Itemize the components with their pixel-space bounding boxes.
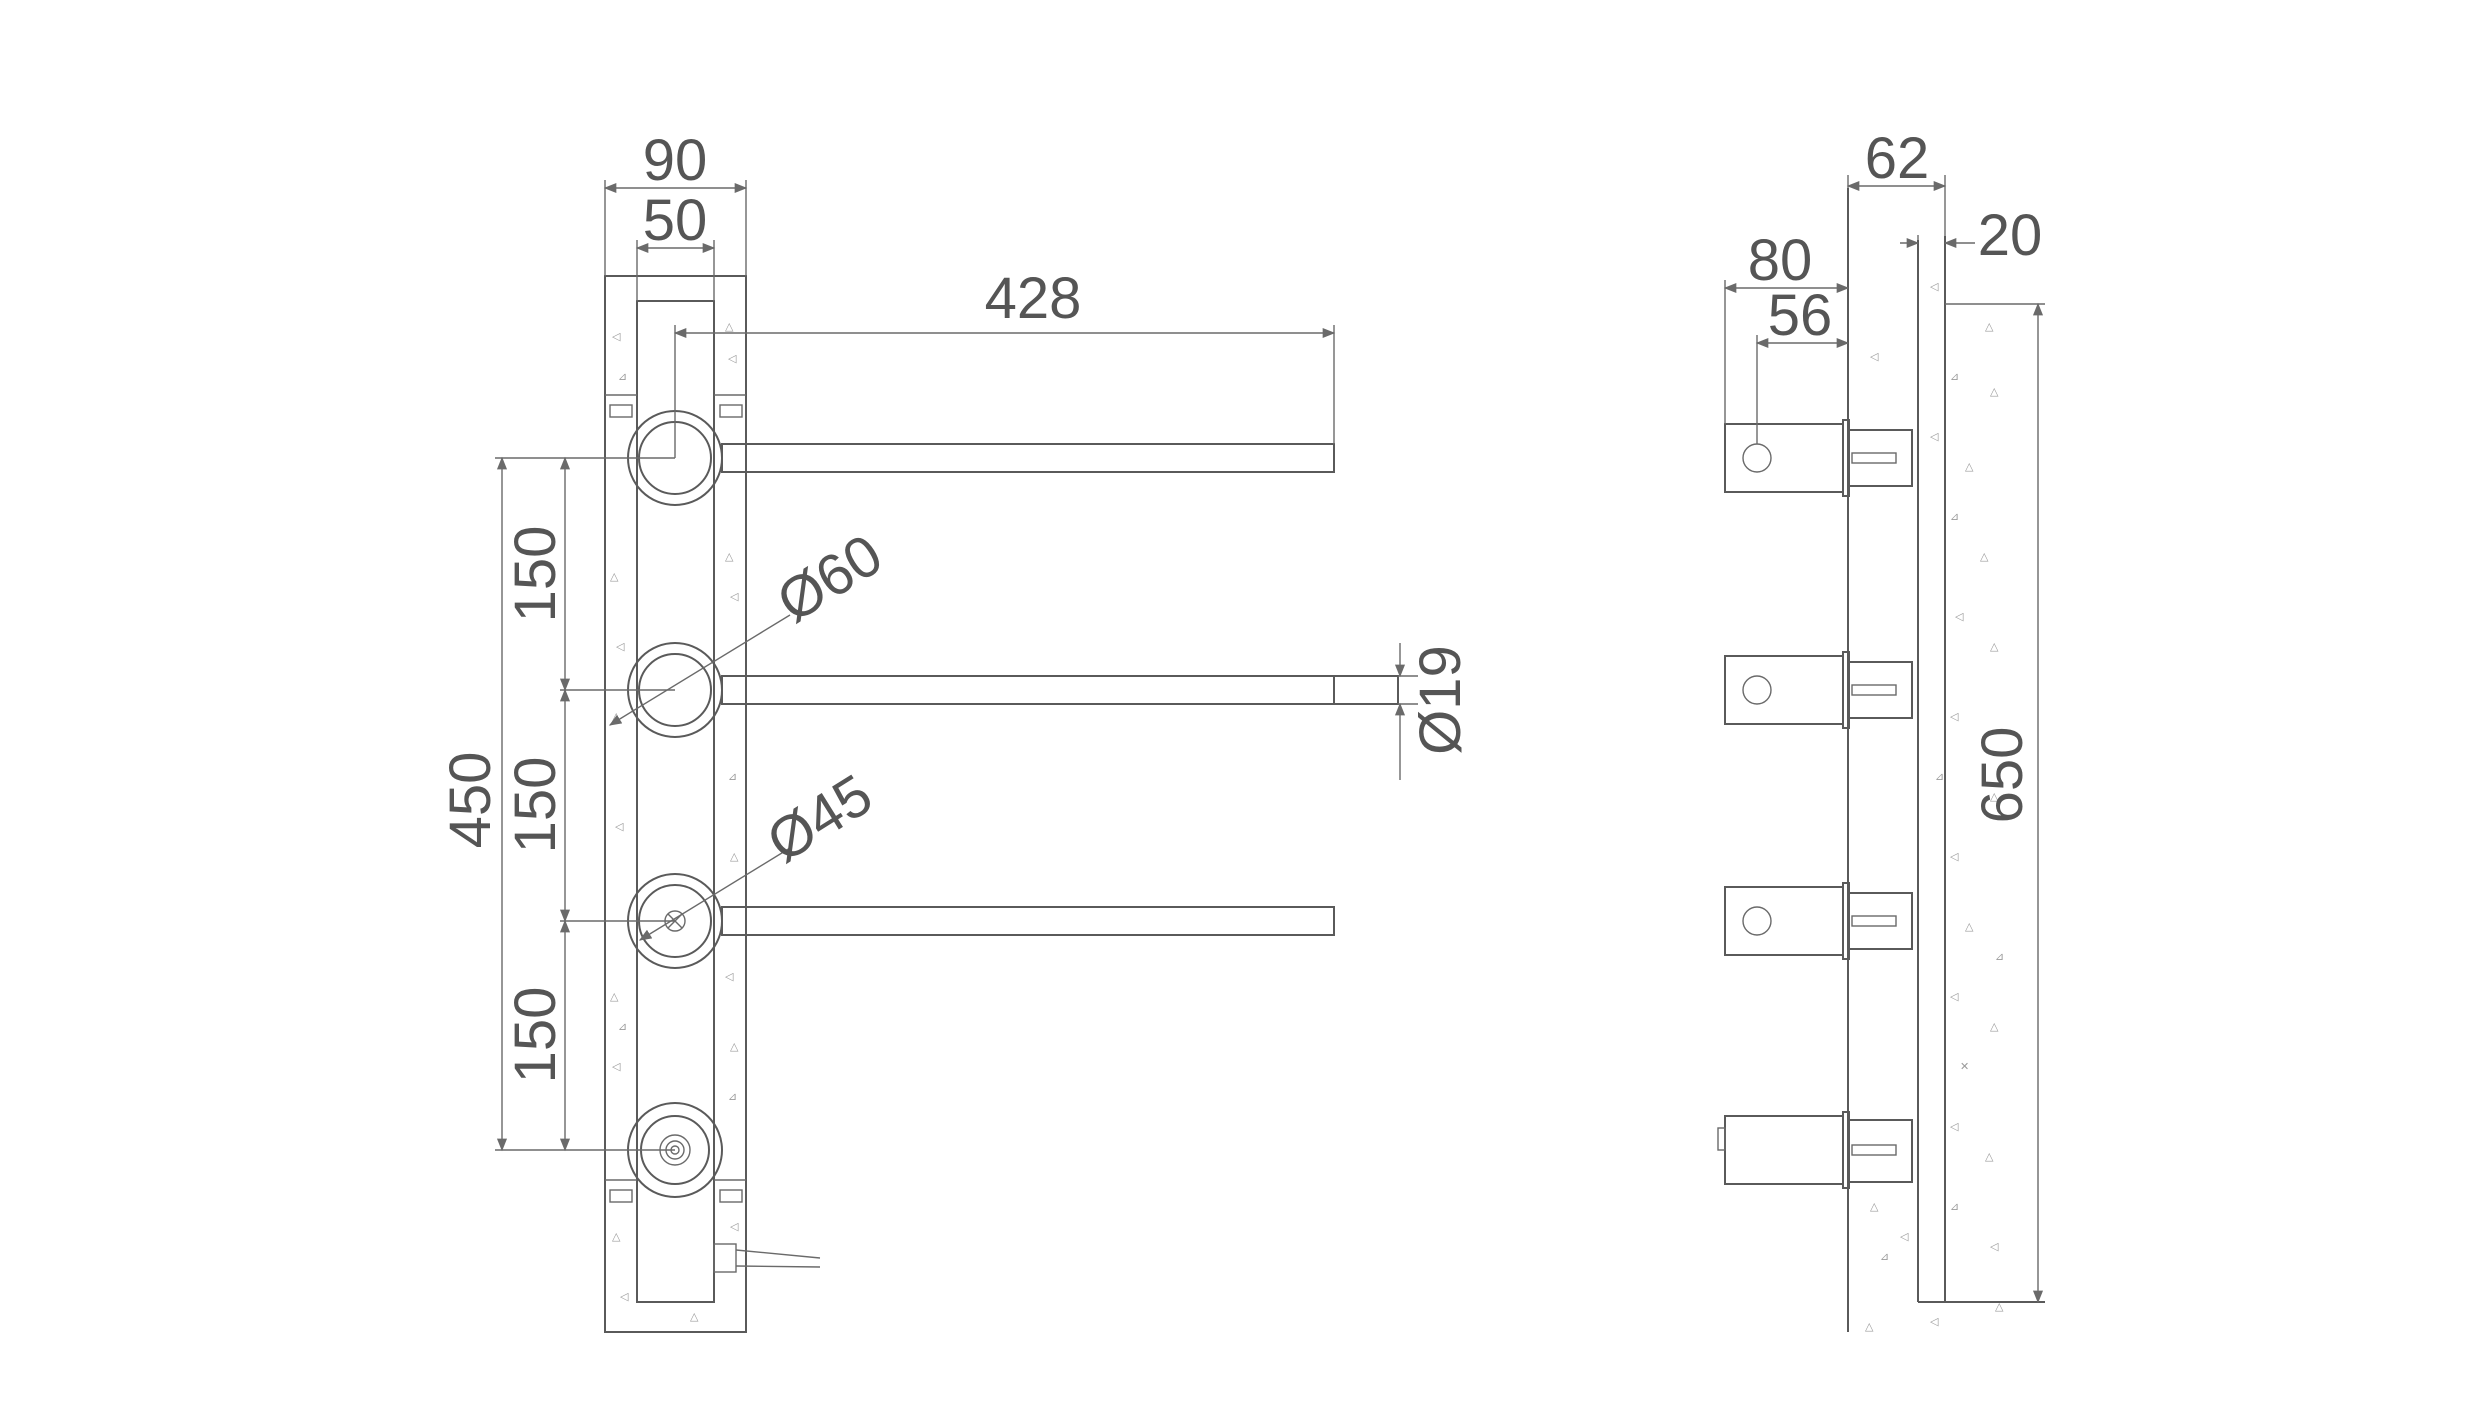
- dim-bar-diameter: Ø19: [1394, 643, 1473, 780]
- svg-text:◁: ◁: [612, 330, 621, 343]
- svg-text:△: △: [612, 1230, 621, 1243]
- dim-label-428: 428: [985, 266, 1082, 331]
- dim-arm-length: 428: [673, 266, 1336, 458]
- svg-text:◁: ◁: [1930, 430, 1939, 443]
- svg-text:⊿: ⊿: [618, 1020, 627, 1033]
- side-knob: [1717, 1111, 1913, 1189]
- svg-text:◁: ◁: [1990, 1240, 1999, 1253]
- svg-text:◁: ◁: [1955, 610, 1964, 623]
- svg-text:△: △: [725, 550, 734, 563]
- dim-label-dia19: Ø19: [1408, 645, 1473, 755]
- svg-text:◁: ◁: [730, 1220, 739, 1233]
- svg-text:△: △: [610, 570, 619, 583]
- svg-text:△: △: [1985, 320, 1994, 333]
- svg-text:△: △: [725, 320, 734, 333]
- svg-text:△: △: [1995, 1300, 2004, 1313]
- svg-text:△: △: [1990, 1020, 1999, 1033]
- dim-label-20: 20: [1978, 203, 2043, 268]
- mounting-slots: [605, 394, 746, 1203]
- dim-pitch-extensions: [495, 457, 675, 1151]
- dim-label-50: 50: [643, 188, 708, 253]
- svg-text:◁: ◁: [728, 352, 737, 365]
- svg-text:◁: ◁: [1900, 1230, 1909, 1243]
- svg-text:△: △: [1870, 1200, 1879, 1213]
- dim-label-450: 450: [438, 752, 503, 849]
- svg-text:△: △: [1985, 1150, 1994, 1163]
- power-cable: [713, 1243, 821, 1273]
- svg-text:△: △: [610, 990, 619, 1003]
- svg-text:⊿: ⊿: [728, 1090, 737, 1103]
- svg-text:△: △: [1965, 460, 1974, 473]
- dim-side-plate: 20: [1900, 203, 2042, 268]
- dim-pitch-3: 150: [503, 919, 571, 1152]
- side-arm-3: [1724, 882, 1913, 960]
- dim-total-pitch: 450: [438, 456, 508, 1152]
- dim-label-pitch-1: 150: [503, 526, 568, 623]
- svg-text:△: △: [1965, 920, 1974, 933]
- svg-text:◁: ◁: [1950, 1120, 1959, 1133]
- svg-text:⊿: ⊿: [1950, 1200, 1959, 1213]
- svg-text:◁: ◁: [1870, 350, 1879, 363]
- heated-arm-1: [627, 410, 1335, 506]
- dim-knob-diameter: Ø45: [638, 762, 883, 941]
- svg-text:△: △: [1990, 385, 1999, 398]
- svg-text:◁: ◁: [612, 1060, 621, 1073]
- side-view: ◁ △ ◁ ⊿ △ ◁ △ ⊿ △ ◁ △ ◁ ⊿ △ ◁ △ ⊿ ◁ △ ✕ ◁ △ ⊿ ◁ △ ◁ △…: [1717, 126, 2045, 1333]
- side-arm-1: [1724, 419, 1913, 497]
- svg-text:◁: ◁: [620, 1290, 629, 1303]
- dim-label-pitch-3: 150: [503, 987, 568, 1084]
- dim-label-62: 62: [1865, 126, 1930, 191]
- dim-front-width: 90: [603, 128, 748, 276]
- dim-ring-diameter: Ø60: [608, 522, 893, 726]
- svg-text:⊿: ⊿: [1950, 370, 1959, 383]
- svg-text:⊿: ⊿: [1995, 950, 2004, 963]
- front-view: ◁△ ⊿◁ △◁ ◁△ △⊿ ◁△ △◁ ⊿△ ◁⊿ △◁ △◁ 90 50 4…: [438, 128, 1473, 1333]
- svg-text:△: △: [1990, 790, 1999, 803]
- svg-text:△: △: [690, 1310, 699, 1323]
- dim-label-80: 80: [1748, 228, 1813, 293]
- svg-text:◁: ◁: [1950, 710, 1959, 723]
- front-wall-box: [604, 275, 747, 1333]
- side-arm-2: [1724, 651, 1913, 729]
- dim-label-dia45: Ø45: [756, 762, 883, 875]
- front-inner-channel: [636, 300, 715, 1303]
- svg-text:⊿: ⊿: [1935, 770, 1944, 783]
- dim-label-56: 56: [1768, 283, 1833, 348]
- svg-text:△: △: [730, 850, 739, 863]
- heated-arm-2: [627, 642, 1399, 738]
- dim-front-inner-width: 50: [635, 188, 716, 301]
- dim-pitch-1: 150: [503, 456, 571, 692]
- svg-text:△: △: [1865, 1320, 1874, 1333]
- svg-text:△: △: [1990, 640, 1999, 653]
- dim-pitch-2: 150: [503, 688, 571, 923]
- dim-side-depth: 62: [1846, 126, 1947, 236]
- concrete-texture-side: ◁ △ ◁ ⊿ △ ◁ △ ⊿ △ ◁ △ ◁ ⊿ △ ◁ △ ⊿ ◁ △ ✕ ◁ △ ⊿ ◁ △ ◁ △…: [1865, 280, 2004, 1333]
- concrete-texture-front: ◁△ ⊿◁ △◁ ◁△ △⊿ ◁△ △◁ ⊿△ ◁⊿ △◁ △◁: [610, 320, 739, 1323]
- svg-text:◁: ◁: [730, 590, 739, 603]
- svg-text:◁: ◁: [1950, 990, 1959, 1003]
- dim-side-hole-offset: 56: [1755, 283, 1850, 444]
- svg-text:◁: ◁: [615, 820, 624, 833]
- svg-text:✕: ✕: [1960, 1060, 1969, 1073]
- svg-text:⊿: ⊿: [728, 770, 737, 783]
- svg-text:◁: ◁: [1930, 1315, 1939, 1328]
- svg-text:△: △: [730, 1040, 739, 1053]
- dim-label-650: 650: [1970, 727, 2035, 824]
- svg-text:⊿: ⊿: [618, 370, 627, 383]
- svg-text:◁: ◁: [1930, 280, 1939, 293]
- svg-text:⊿: ⊿: [1950, 510, 1959, 523]
- heated-arm-3: [627, 873, 1335, 969]
- svg-text:⊿: ⊿: [1880, 1250, 1889, 1263]
- svg-text:△: △: [1980, 550, 1989, 563]
- svg-text:◁: ◁: [1950, 850, 1959, 863]
- dim-label-90: 90: [643, 128, 708, 193]
- dim-label-pitch-2: 150: [503, 757, 568, 854]
- dim-side-projection: 80: [1723, 228, 1850, 424]
- svg-text:◁: ◁: [725, 970, 734, 983]
- svg-text:◁: ◁: [616, 640, 625, 653]
- dim-side-height: 650: [1945, 302, 2045, 1304]
